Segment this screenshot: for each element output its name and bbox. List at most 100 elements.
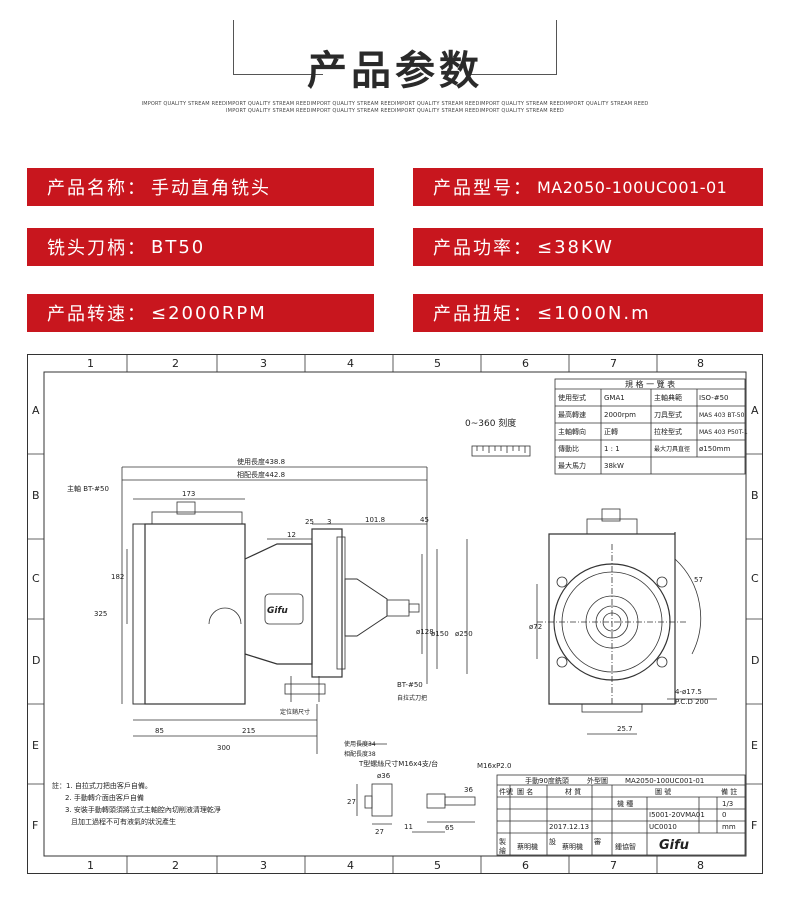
title-block-name: 手動90度銑頭 [525, 776, 569, 785]
row-letter: A [751, 404, 759, 417]
dim-label: 使用長度438.8 [237, 457, 285, 466]
bracket-left [233, 20, 234, 75]
note-line: 註：1. 自拉式刀把由客戶自備。 [52, 781, 152, 790]
spec-label: 产品转速： [47, 304, 147, 325]
note-line: 且加工過程不可有液氣的狀況產生 [71, 817, 176, 826]
dim-label: 12 [287, 531, 296, 539]
col-num: 8 [697, 357, 704, 370]
spec-cell: 拉栓型式 [654, 427, 682, 436]
spec-label: 产品功率： [433, 238, 533, 259]
dim-label: 相配長度442.8 [237, 470, 285, 479]
col-num: 4 [347, 859, 354, 872]
title-block-label: 繪 [499, 846, 506, 855]
title-block-value: 2017.12.13 [549, 823, 589, 831]
col-num: 3 [260, 859, 267, 872]
spec-value: 手动直角铣头 [151, 178, 271, 199]
title-block-value: I5001-20VMA01 [649, 811, 705, 819]
title-block-label: 圖 名 [517, 787, 533, 796]
col-num: 2 [172, 859, 179, 872]
spec-cell: 最大馬力 [558, 461, 586, 470]
row-letter: D [751, 654, 759, 667]
title-block-logo: Gifu [659, 838, 689, 853]
spec-cell: ISO-#50 [699, 394, 729, 402]
spec-value: ≤2000RPM [151, 302, 267, 324]
spec-cell: 傳動比 [558, 444, 579, 453]
drawing-svg: 1 2 3 4 5 6 7 8 1 2 3 4 5 6 7 8 A B C D … [27, 354, 763, 874]
col-num: 2 [172, 357, 179, 370]
dim-label: 182 [111, 573, 124, 581]
dim-label: P.C.D 200 [675, 698, 708, 706]
dim-label: 45 [420, 516, 429, 524]
dim-label: 85 [155, 727, 164, 735]
title-block-value: UC0010 [649, 823, 677, 831]
dim-label: ø150 [431, 630, 449, 638]
col-num: 7 [610, 859, 617, 872]
spec-cell: ø150mm [699, 445, 730, 453]
dim-label: 11 [404, 823, 413, 831]
spec-cell: 最高轉速 [558, 410, 586, 419]
dim-label: 使用長度34 [344, 740, 376, 748]
col-num: 5 [434, 859, 441, 872]
title-block-label: 圖 號 [655, 787, 671, 796]
title-block-label: 機 種 [617, 799, 633, 808]
spec-cell: 使用型式 [558, 393, 586, 402]
dim-label: ø128 [416, 628, 434, 636]
bracket-right [556, 20, 557, 75]
dim-label: 300 [217, 744, 230, 752]
col-num: 6 [522, 357, 529, 370]
col-num: 3 [260, 357, 267, 370]
bracket-right-foot [470, 74, 557, 75]
spec-label: 产品扭矩： [433, 304, 533, 325]
brand-badge: Gifu [267, 606, 288, 616]
dim-label: BT-#50 [397, 681, 423, 689]
dim-label: 主軸 BT-#50 [67, 484, 109, 493]
page-title: 产品参数 [307, 48, 483, 94]
dim-label: ø250 [455, 630, 473, 638]
col-num: 4 [347, 357, 354, 370]
spec-cell: 主軸典範 [654, 393, 682, 402]
dim-scale: 0~360 刻度 [465, 417, 516, 429]
spec-table-title: 規 格 一 覽 表 [625, 379, 675, 389]
dim-label: 3 [327, 518, 331, 526]
title-block-label: 件號 [499, 787, 513, 796]
col-num: 1 [87, 357, 94, 370]
dim-label: ø36 [377, 772, 391, 780]
spec-power: 产品功率：≤38KW [413, 228, 763, 266]
title-block-value: 0 [722, 811, 726, 819]
col-num: 1 [87, 859, 94, 872]
dim-label: ø72 [529, 623, 542, 631]
dim-label: M16xP2.0 [477, 762, 511, 770]
spec-speed: 产品转速：≤2000RPM [27, 294, 374, 332]
spec-cell: MAS 403 P50T-1 [699, 429, 748, 436]
spec-value: ≤1000N.m [537, 302, 651, 324]
row-letter: D [32, 654, 40, 667]
dim-label: 25.7 [617, 725, 633, 733]
spec-cell: MAS 403 BT-50 [699, 412, 745, 419]
title-block-label: 設 [549, 837, 556, 846]
dim-label: 4-ø17.5 [675, 688, 702, 696]
dim-label: 相配長度38 [344, 750, 376, 758]
spec-cell: GMA1 [604, 394, 625, 402]
spec-torque: 产品扭矩：≤1000N.m [413, 294, 763, 332]
dim-label: 57 [694, 576, 703, 584]
row-letter: E [32, 739, 39, 752]
spec-cell: 最大刀具直徑 [654, 445, 690, 453]
note-line: 3. 安裝手動轉頭須將立式主軸腔內切削液清理乾淨 [65, 805, 221, 814]
dim-label: 173 [182, 490, 195, 498]
header-subtitle-1: IMPORT QUALITY STREAM REEDIMPORT QUALITY… [141, 101, 649, 107]
dim-label: 325 [94, 610, 107, 618]
dim-label: 定位銷尺寸 [280, 708, 310, 716]
dim-label: 自拉式刀把 [397, 694, 427, 702]
row-letter: F [32, 819, 38, 832]
spec-value: MA2050-100UC001-01 [537, 177, 728, 197]
dim-label: 215 [242, 727, 255, 735]
dim-label: 101.8 [365, 516, 385, 524]
title-block-value: 鍾協智 [615, 842, 636, 851]
row-letter: C [751, 572, 759, 585]
row-letter: C [32, 572, 40, 585]
title-block-value: 蔡明機 [562, 842, 583, 851]
col-num: 8 [697, 859, 704, 872]
title-block-label: 材 質 [565, 787, 581, 796]
spec-cell: 38kW [604, 462, 624, 470]
title-block-value: mm [722, 823, 736, 831]
